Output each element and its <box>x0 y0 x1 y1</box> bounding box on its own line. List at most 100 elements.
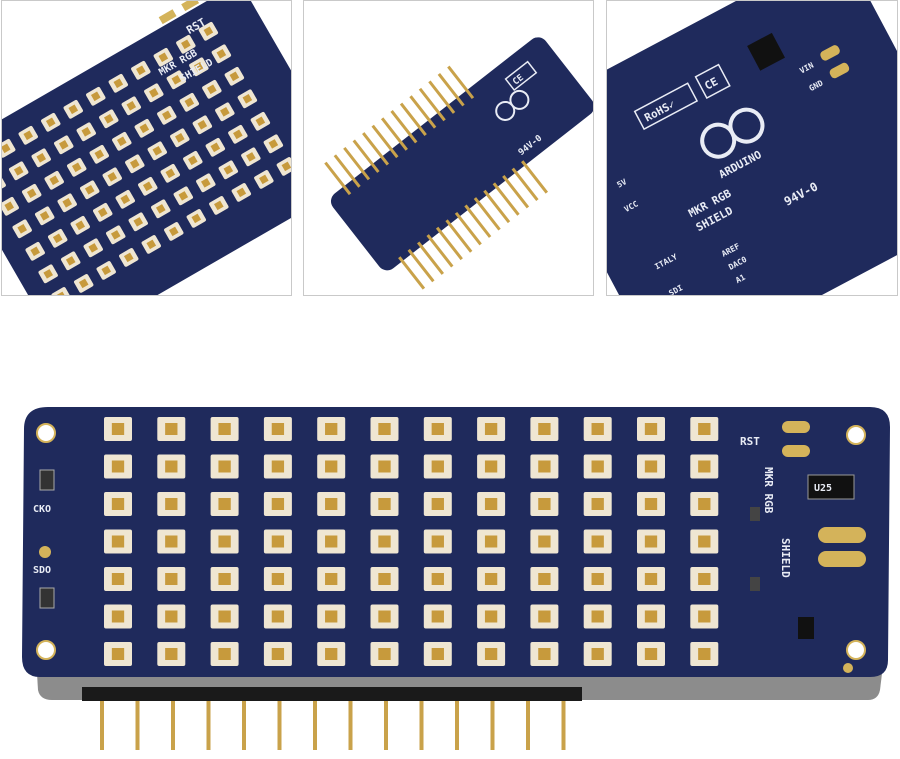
rgb-led <box>31 148 51 168</box>
mounting-hole <box>36 423 56 443</box>
capacitor <box>39 587 55 609</box>
rgb-led <box>317 604 346 629</box>
header-pin <box>454 211 482 246</box>
rgb-led <box>477 454 506 479</box>
header-pin <box>333 154 361 188</box>
header-pins <box>100 695 566 750</box>
rgb-led <box>583 567 612 591</box>
header-pin <box>277 695 282 750</box>
header-pin <box>490 695 495 750</box>
rgb-led <box>530 642 559 666</box>
rgb-led <box>141 235 161 254</box>
rgb-led <box>210 604 239 629</box>
rgb-led <box>115 190 135 209</box>
resistor <box>750 577 760 591</box>
rgb-led <box>583 417 612 441</box>
rgb-led <box>96 261 116 280</box>
gold-pad <box>782 445 810 457</box>
rgb-led <box>317 454 346 479</box>
rgb-led <box>93 203 113 222</box>
rgb-led <box>690 529 719 554</box>
header-pin <box>352 139 380 173</box>
rgb-led <box>80 180 100 200</box>
thumbnail-led-matrix[interactable]: RST MKR RGB SHIELD <box>1 0 292 296</box>
rgb-led <box>157 417 186 441</box>
rgb-led <box>189 57 209 77</box>
rgb-led <box>250 112 271 131</box>
rgb-led <box>263 492 292 516</box>
gold-pad <box>818 551 866 567</box>
rgb-led <box>477 642 506 666</box>
mounting-hole <box>846 425 866 445</box>
rgb-led <box>423 417 452 441</box>
rgb-led <box>176 34 196 54</box>
rgb-led <box>74 274 94 293</box>
rgb-led <box>690 604 719 629</box>
header-pin <box>526 695 530 750</box>
rgb-led <box>530 604 559 629</box>
sdo-label: SDO <box>33 565 51 576</box>
rgb-led <box>583 529 612 554</box>
pcb-board <box>607 1 897 295</box>
rgb-led <box>317 417 346 441</box>
rgb-led <box>263 134 284 154</box>
rgb-led <box>147 141 167 161</box>
header-pin <box>447 65 475 100</box>
thumbnail-logo-closeup-photo: RoHS✓ CE ARDUINO MKR RGB SHIELD 94V-0 VI… <box>607 1 897 295</box>
rgb-led <box>157 105 177 125</box>
rgb-led <box>317 529 346 554</box>
rgb-led <box>370 529 399 554</box>
rgb-led <box>209 196 229 215</box>
header-pin <box>437 73 465 107</box>
rgb-led <box>231 183 252 202</box>
rgb-led <box>241 147 261 167</box>
rgb-led <box>104 567 132 591</box>
rgb-led <box>317 642 346 666</box>
header-pin <box>426 234 454 268</box>
rgb-led <box>192 115 213 135</box>
rgb-led <box>104 529 132 554</box>
sdi-label: SDI <box>667 283 684 295</box>
rgb-led <box>637 529 665 554</box>
header-pin <box>206 695 211 750</box>
header-pin <box>435 226 463 261</box>
rgb-led <box>210 529 239 554</box>
rgb-led <box>44 170 64 190</box>
rgb-led <box>157 529 186 554</box>
rgb-led <box>423 492 452 516</box>
rgb-led <box>210 454 239 479</box>
header-pin <box>135 695 140 750</box>
rgb-led <box>57 193 77 213</box>
rgb-led <box>41 112 61 132</box>
header-pin <box>418 87 446 122</box>
header-pin <box>473 197 501 231</box>
header-pin <box>348 695 353 750</box>
rgb-led <box>99 109 119 129</box>
header-pin <box>464 204 492 238</box>
gold-pad <box>829 62 850 79</box>
mounting-hole <box>36 640 56 660</box>
header-pin <box>171 695 175 750</box>
header-pin <box>492 182 520 216</box>
rgb-led <box>210 417 239 441</box>
thumbnail-logo-closeup[interactable]: RoHS✓ CE ARDUINO MKR RGB SHIELD 94V-0 VI… <box>606 0 898 296</box>
rgb-led <box>263 567 292 591</box>
gold-pad <box>39 546 51 558</box>
rgb-led <box>119 248 139 267</box>
rgb-led <box>2 196 19 216</box>
header-pin <box>419 695 424 750</box>
rgb-led <box>423 454 452 479</box>
rgb-led <box>198 21 219 41</box>
rgb-led <box>224 66 245 86</box>
rgb-led <box>76 122 96 142</box>
rgb-led <box>583 604 612 629</box>
rgb-led <box>196 173 216 193</box>
rgb-led <box>131 60 151 80</box>
rgb-led <box>121 96 141 116</box>
u25-chip <box>807 474 855 500</box>
thumbnail-back-side[interactable]: CE 94V-0 <box>303 0 594 296</box>
rgb-led <box>423 567 452 591</box>
header-pin <box>561 695 566 750</box>
header-pin <box>343 146 371 181</box>
rgb-led <box>157 604 186 629</box>
